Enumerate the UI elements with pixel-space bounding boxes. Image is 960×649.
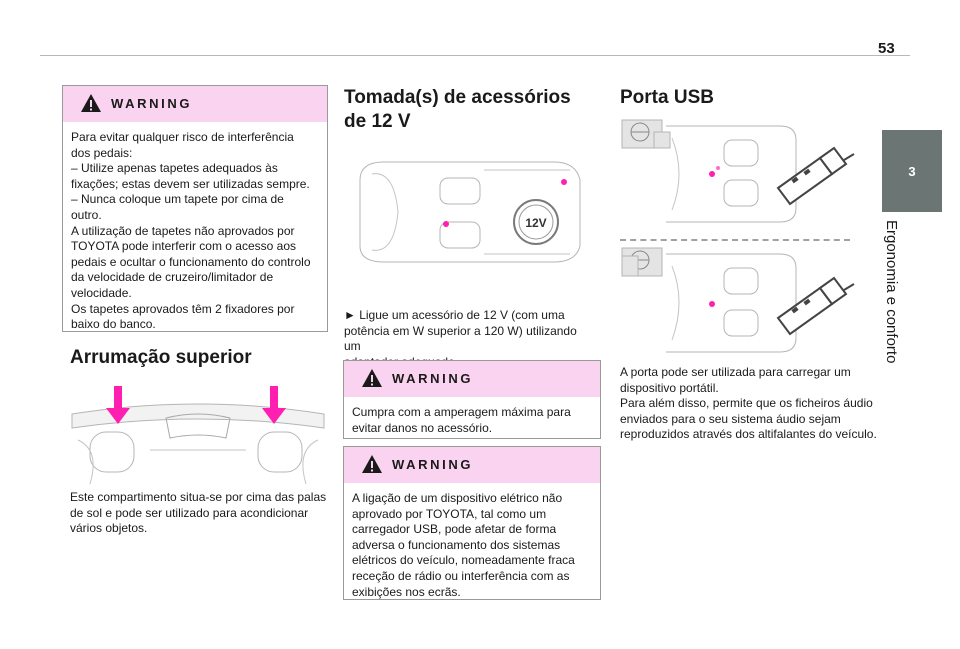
warning-header: WARNING <box>344 447 600 483</box>
top-divider <box>40 55 910 56</box>
section-heading-12v: Tomada(s) de acessórios de 12 V <box>344 86 594 134</box>
vehicle-usb-rear-illustration <box>621 247 855 353</box>
usb-plug-icon <box>776 146 855 206</box>
section-heading-upper-storage: Arrumação superior <box>70 347 252 368</box>
page-number: 53 <box>878 40 895 57</box>
arrow-down-icon <box>106 386 130 424</box>
warning-label: WARNING <box>111 96 193 111</box>
usb-description: A porta pode ser utilizada para carregar… <box>620 365 877 442</box>
warning-label: WARNING <box>392 371 474 386</box>
warning-triangle-icon <box>362 455 382 473</box>
warning-text: Cumpra com a amperagem máxima para evita… <box>352 405 571 435</box>
socket-label: 12V <box>525 216 546 230</box>
chapter-title-text: Ergonomia e conforto <box>883 220 900 364</box>
chapter-tab[interactable] <box>882 130 942 212</box>
vehicle-usb-front-illustration <box>621 119 855 223</box>
heading-12v-line1: Tomada(s) de acessórios <box>344 87 571 108</box>
warning-header: WARNING <box>63 86 327 122</box>
warning-box-electrical: WARNING A ligação de um dispositivo elét… <box>343 446 601 600</box>
heading-12v-line2: de 12 V <box>344 111 411 132</box>
usb-illustration-divider <box>620 239 850 241</box>
upper-storage-description: Este compartimento situa-se por cima das… <box>70 490 327 536</box>
chapter-number: 3 <box>908 164 916 179</box>
warning-box-amperage: WARNING Cumpra com a amperagem máxima pa… <box>343 360 601 439</box>
warning-header: WARNING <box>344 361 600 397</box>
usb-plug-icon <box>776 276 855 336</box>
vehicle-12v-socket-illustration: 12V <box>359 161 581 263</box>
arrow-down-icon <box>262 386 286 424</box>
warning-text: Para evitar qualquer risco de interferên… <box>71 130 311 332</box>
warning-triangle-icon <box>362 369 382 387</box>
overhead-storage-illustration <box>71 386 325 485</box>
warning-triangle-icon <box>81 94 101 112</box>
section-heading-usb: Porta USB <box>620 87 714 108</box>
warning-box-pedals: WARNING Para evitar qualquer risco de in… <box>62 85 328 332</box>
warning-label: WARNING <box>392 457 474 472</box>
warning-text: A ligação de um dispositivo elétrico não… <box>352 491 575 599</box>
